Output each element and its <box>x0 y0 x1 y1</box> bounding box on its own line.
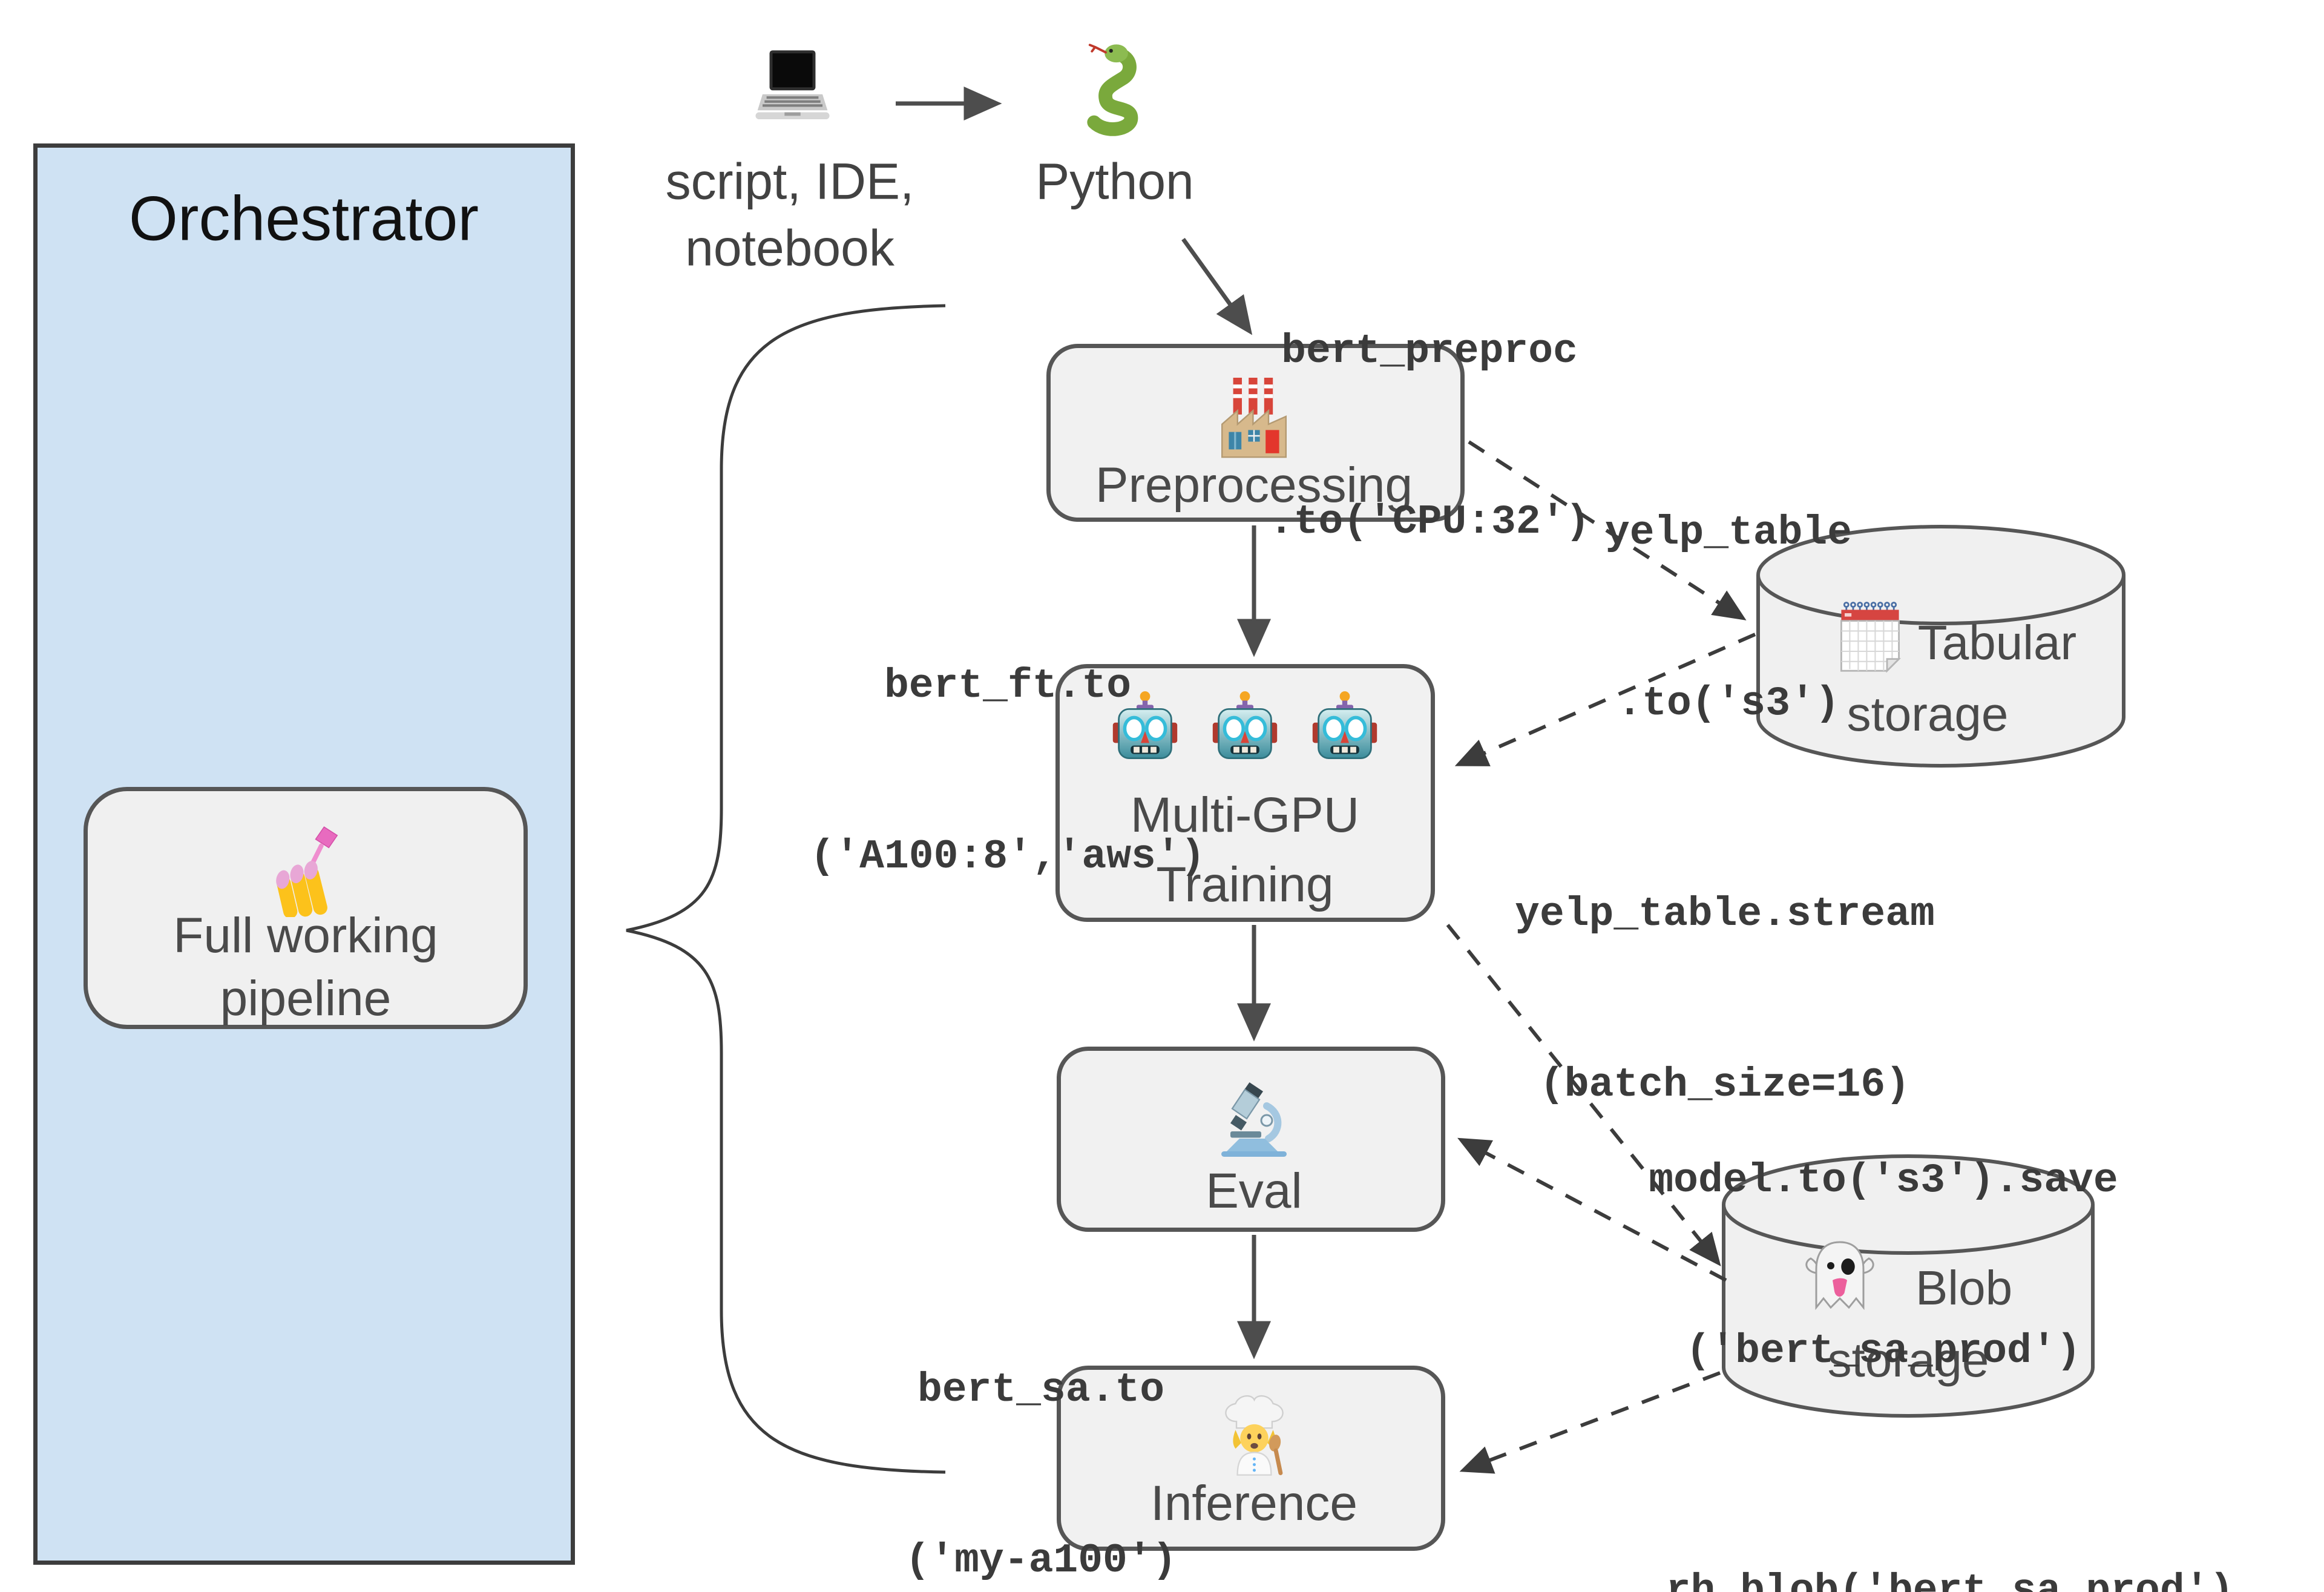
dashed-arrow-preprocessing-to-tabular <box>1468 440 1747 620</box>
orchestrator-brace <box>626 304 946 1474</box>
eval-label: Eval <box>1206 1163 1302 1219</box>
source-label-line1: script, IDE, <box>665 153 914 210</box>
chef-icon <box>1207 1389 1301 1482</box>
dashed-arrow-blob-to-inference <box>1459 1371 1721 1474</box>
pipeline-label-line2: pipeline <box>220 971 392 1026</box>
tabular-storage-label-line2: storage <box>1846 687 2009 741</box>
code-yelp-to-s3: yelp_table .to('s3') <box>1604 510 1853 727</box>
dashed-arrow-tabular-to-training <box>1454 633 1756 766</box>
python-snake-icon <box>1063 38 1169 143</box>
training-label-line1: Multi-GPU <box>1130 788 1360 843</box>
arrow-python-to-preprocessing <box>1181 237 1253 335</box>
blob-storage-cylinder <box>1722 1154 2095 1418</box>
orchestrator-title: Orchestrator <box>129 183 479 254</box>
tabular-storage-label-line1: Tabular <box>1917 616 2077 669</box>
robot-icon <box>1302 687 1387 772</box>
code-rh-blob: rh.blob('bert_sa_prod') <box>1666 1568 2234 1592</box>
robot-icon <box>1203 687 1287 772</box>
pipeline-label-line1: Full working <box>173 908 438 963</box>
microscope-icon <box>1209 1073 1299 1164</box>
source-label-line2: notebook <box>685 219 894 277</box>
python-label: Python <box>1036 153 1194 210</box>
preprocessing-label: Preprocessing <box>1095 458 1413 513</box>
code-bert-sa: bert_sa.to ('my-a100') <box>905 1367 1177 1584</box>
code-bert-ft: bert_ft.to ('A100:8','aws') <box>810 663 1206 880</box>
code-yelp-stream: yelp_table.stream (batch_size=16) <box>1515 891 1935 1108</box>
training-label-line2: Training <box>1156 857 1334 912</box>
blob-storage-label-line1: Blob <box>1915 1261 2013 1315</box>
inference-label: Inference <box>1151 1476 1357 1531</box>
dashed-arrow-blob-to-eval <box>1457 1137 1727 1282</box>
code-model-save: model.to('s3').save ('bert_sa_prod') <box>1649 1157 2118 1375</box>
laptop-icon <box>743 42 842 142</box>
dashed-arrow-training-to-blob <box>1446 924 1721 1267</box>
blob-storage-label-line2: storage <box>1827 1333 1989 1387</box>
code-bert-preproc: bert_preproc .to('CPU:32') <box>1269 328 1590 545</box>
